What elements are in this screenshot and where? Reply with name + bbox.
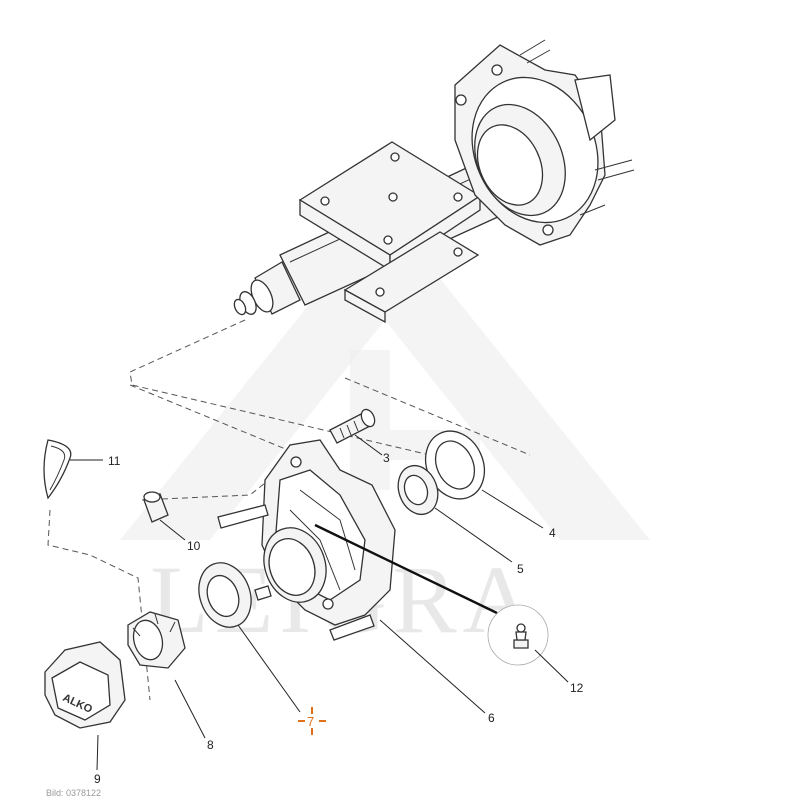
stud-part-3 [329,408,376,444]
clip-part-11 [43,439,72,500]
castle-nut-icon [127,611,186,669]
bearing-part-7 [198,562,252,628]
callout-9[interactable]: 9 [94,772,101,786]
callout-4[interactable]: 4 [549,526,556,540]
assembly-projection-line [47,319,531,701]
callout-7[interactable]: 7 [307,714,314,729]
leader-lines [70,434,569,771]
callout-3[interactable]: 3 [383,451,390,465]
bearing-part-5 [397,464,439,516]
grease-nipple-part-12 [487,604,549,666]
image-id-label: Bild: 0378122 [46,788,102,798]
hub-cap-icon: ALKO [44,641,126,729]
callout-12[interactable]: 12 [570,681,584,695]
callout-11[interactable]: 11 [108,454,121,468]
callout-10[interactable]: 10 [187,539,201,553]
axle-assembly-icon [233,39,635,324]
callouts: 3 4 5 6 7 8 9 10 11 12 [94,451,584,786]
callout-5[interactable]: 5 [517,562,524,576]
sleeve-part-10 [143,491,169,523]
callout-6[interactable]: 6 [488,711,495,725]
callout-7-highlight[interactable]: 7 [298,707,326,735]
wheel-hub-icon [217,439,498,641]
callout-8[interactable]: 8 [207,738,214,752]
